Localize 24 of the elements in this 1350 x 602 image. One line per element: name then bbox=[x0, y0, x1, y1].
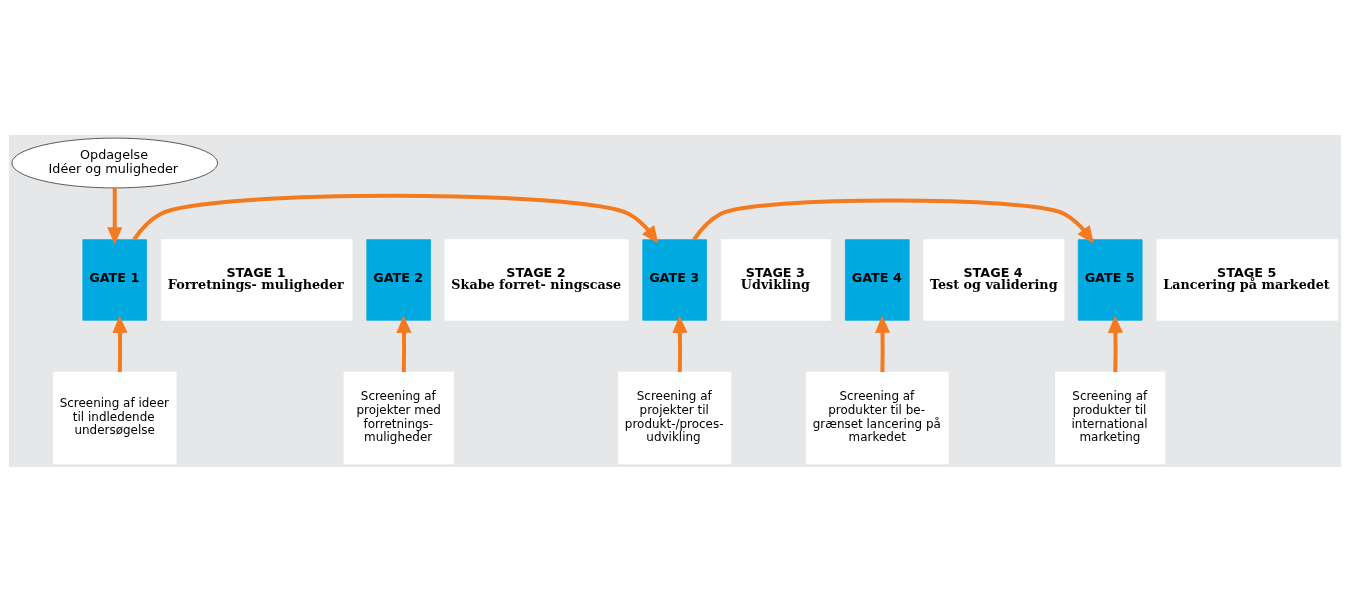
node-box: GATE 4 bbox=[844, 239, 910, 321]
node-box: Screening af projekter med forretnings- muligheder bbox=[343, 371, 454, 465]
node-box: Screening af ideer til indledende undersøgelse bbox=[52, 371, 177, 465]
arrow bbox=[107, 188, 123, 245]
arrow bbox=[874, 315, 891, 373]
node-box: Screening af produkter til international marketing bbox=[1055, 371, 1166, 465]
node-box: GATE 1 bbox=[82, 239, 148, 321]
node-box: Screening af projekter til produkt-/proces- udvikling bbox=[618, 371, 732, 465]
node-box: STAGE 4 Test og validering bbox=[923, 239, 1065, 321]
node-ellipse: Opdagelse Idéer og muligheder bbox=[11, 137, 218, 189]
node-box: STAGE 5 Lancering på markedet bbox=[1156, 239, 1339, 321]
arrow bbox=[1107, 315, 1124, 373]
node-box: GATE 2 bbox=[366, 239, 431, 321]
node-box: STAGE 3 Udvikling bbox=[720, 239, 831, 321]
arrow bbox=[692, 198, 1094, 244]
arrow bbox=[672, 315, 688, 373]
node-box: Screening af produkter til be- grænset lancering på markedet bbox=[805, 371, 949, 465]
arrow bbox=[112, 315, 128, 373]
node-box: GATE 5 bbox=[1077, 239, 1143, 321]
arrow bbox=[396, 315, 412, 373]
arrow bbox=[132, 193, 659, 244]
node-box: STAGE 1 Forretnings- muligheder bbox=[161, 239, 353, 321]
node-box: GATE 3 bbox=[642, 239, 707, 321]
node-box: STAGE 2 Skabe forret- ningscase bbox=[444, 239, 629, 321]
